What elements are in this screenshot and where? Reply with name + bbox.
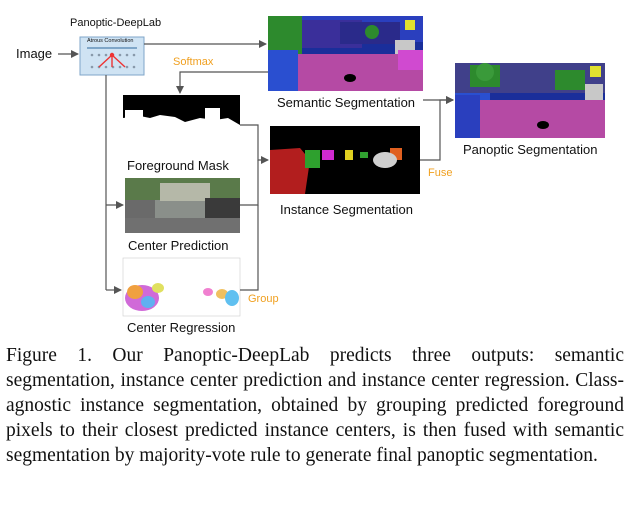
instance-to-panoptic-arrow [420,96,454,161]
center-regression-label: Center Regression [127,320,236,335]
group-line [240,205,259,291]
center-prediction-image [125,178,240,233]
instance-segmentation-image [270,126,420,194]
softmax-arrow [176,71,268,94]
semantic-segmentation-label: Semantic Segmentation [277,95,416,110]
foreground-mask-image [123,95,240,153]
center-regression-image [122,257,241,317]
instance-segmentation-label: Instance Segmentation [280,202,413,217]
pipeline-diagram [58,16,605,317]
semantic-segmentation-image [268,16,423,91]
foreground-mask-label: Foreground Mask [127,158,229,173]
center-pred-to-instance-line [240,160,259,206]
softmax-label: Softmax [173,56,214,68]
group-label: Group [248,293,279,305]
model-title: Panoptic-DeepLab [70,17,162,29]
fuse-label: Fuse [428,167,453,179]
panoptic-segmentation-image [455,63,605,138]
input-image-label: Image [16,46,53,61]
foreground-to-instance-arrow [240,124,269,164]
center-prediction-label: Center Prediction [128,238,229,253]
atrous-label: Atrous Convolution [87,38,134,44]
figure-caption: Figure 1. Our Panoptic-DeepLab predicts … [6,345,624,466]
panoptic-segmentation-label: Panoptic Segmentation [463,142,598,157]
network-block [79,36,145,76]
